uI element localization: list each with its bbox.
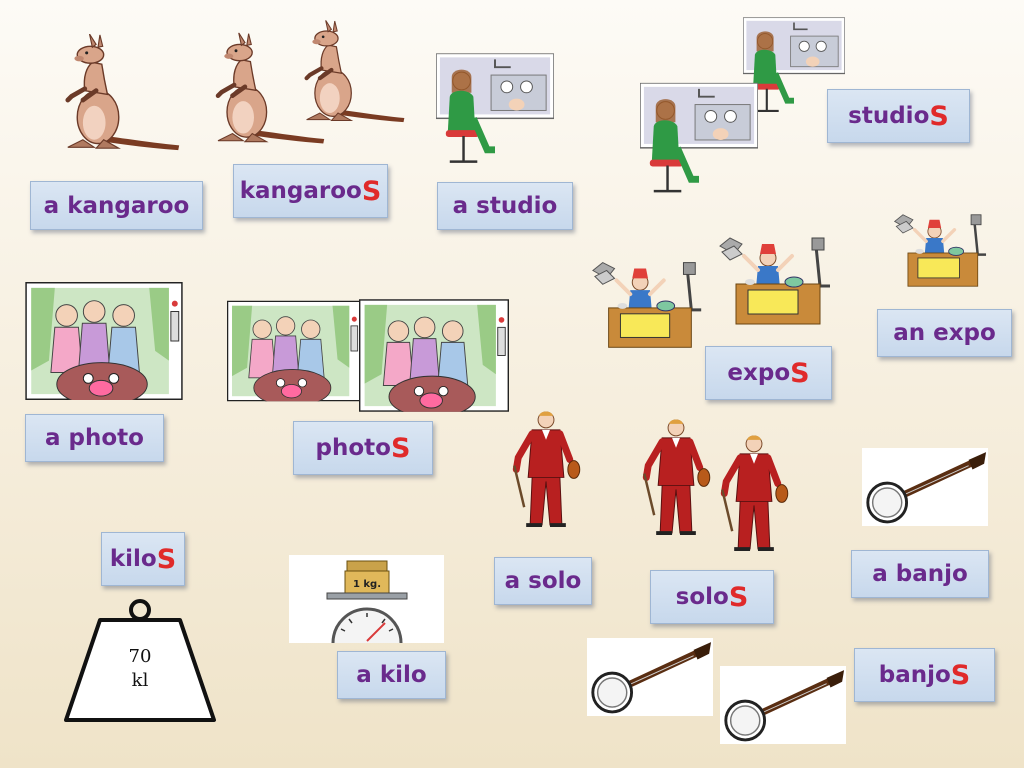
solos-picture-2	[716, 432, 796, 556]
label-a-kilo: a kilo	[337, 651, 446, 699]
solo-picture	[508, 408, 588, 532]
label-banjos-stem: banjo	[878, 662, 951, 688]
kangaroo-picture	[48, 34, 182, 152]
label-a-solo: a solo	[494, 557, 592, 605]
solos-picture-1	[638, 416, 718, 540]
label-a-photo: a photo	[25, 414, 164, 462]
label-a-banjo: a banjo	[851, 550, 989, 598]
label-a-studio: a studio	[437, 182, 573, 230]
photo-picture	[22, 282, 186, 400]
label-a-photo-text: a photo	[45, 425, 144, 451]
label-an-expo-text: an expo	[893, 320, 996, 346]
photos-picture-2	[359, 299, 509, 412]
label-photos-stem: photo	[315, 435, 391, 461]
label-solos-stem: solo	[675, 584, 729, 610]
banjos-picture-2	[720, 666, 846, 744]
label-expos-stem: expo	[727, 360, 791, 386]
kangaroos-picture-2	[290, 16, 406, 128]
studio-picture	[436, 53, 554, 164]
expo-picture	[888, 198, 996, 298]
label-kangaroos-stem: kangaroo	[239, 178, 362, 204]
label-a-kangaroo: a kangaroo	[30, 181, 203, 230]
label-studios-stem: studio	[848, 103, 930, 129]
label-a-banjo-text: a banjo	[872, 561, 968, 587]
scale-picture: 1 kg.	[289, 555, 444, 643]
studios-picture-2	[640, 82, 758, 194]
label-an-expo: an expo	[877, 309, 1012, 357]
weight-picture: 70 kl	[64, 598, 216, 724]
label-a-kilo-text: a kilo	[356, 662, 427, 688]
label-studios-suffix: S	[929, 100, 949, 132]
label-kilos-suffix: S	[156, 543, 177, 575]
weight-unit: kl	[132, 670, 149, 691]
scale-tag: 1 kg.	[353, 579, 381, 590]
expos-picture-1	[585, 250, 713, 354]
label-banjos-suffix: S	[950, 659, 971, 691]
label-expos-suffix: S	[790, 357, 810, 389]
label-a-studio-text: a studio	[452, 193, 558, 219]
weight-number: 70	[129, 646, 152, 667]
label-kangaroos-suffix: S	[361, 175, 382, 207]
label-a-solo-text: a solo	[504, 568, 582, 594]
label-a-kangaroo-text: a kangaroo	[43, 192, 190, 219]
label-kilos-stem: kilo	[109, 546, 157, 572]
label-photos-suffix: S	[390, 432, 411, 464]
expos-picture-2	[712, 228, 842, 328]
banjos-picture-1	[587, 638, 713, 716]
photos-picture-1	[227, 293, 361, 409]
label-solos-suffix: S	[728, 581, 749, 613]
banjo-picture	[862, 448, 988, 526]
